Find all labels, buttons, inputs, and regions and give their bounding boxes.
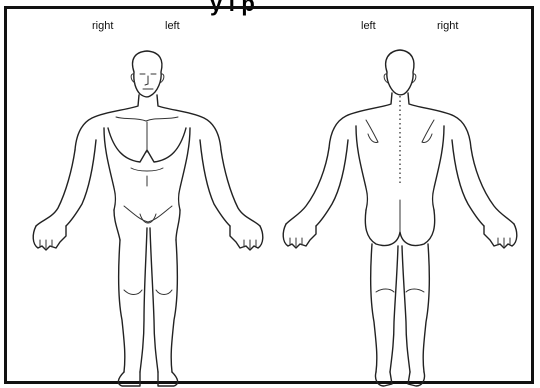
front-body-figure [33,51,263,386]
back-body-figure [283,50,517,386]
